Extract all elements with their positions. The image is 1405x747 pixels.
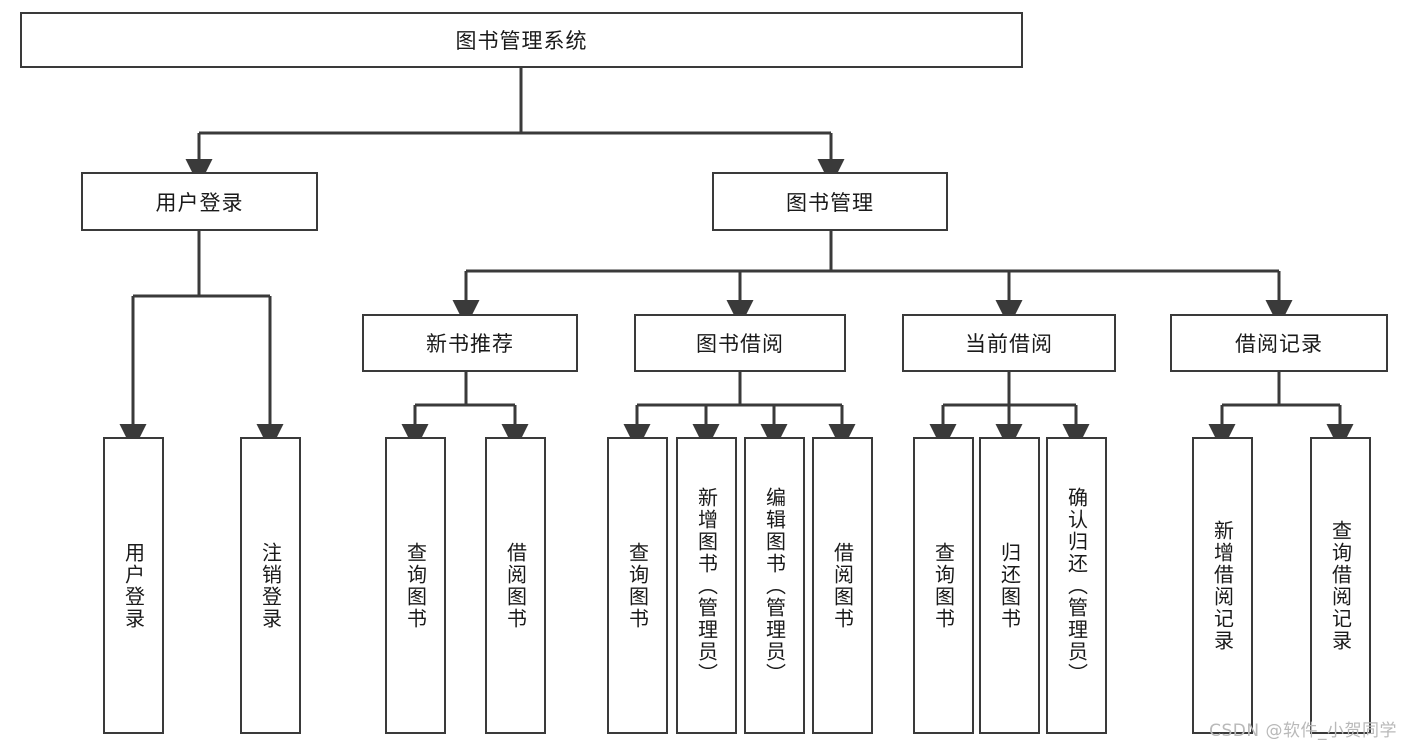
node-label: 查询图书 (931, 541, 956, 630)
leaf-recommend-borrow-book[interactable]: 借阅图书 (485, 437, 546, 734)
node-label: 新书推荐 (426, 332, 514, 356)
node-label: 新增借阅记录 (1210, 519, 1235, 652)
node-label: 当前借阅 (965, 332, 1053, 356)
node-label: 图书管理系统 (455, 29, 588, 53)
node-label: 借阅记录 (1235, 332, 1323, 356)
node-label: 新增图书（管理员） (694, 486, 719, 685)
node-label: 用户登录 (155, 190, 244, 215)
leaf-record-query-record[interactable]: 查询借阅记录 (1310, 437, 1371, 734)
node-book-management[interactable]: 图书管理 (712, 172, 948, 231)
node-label: 图书管理 (786, 190, 874, 215)
leaf-current-confirm-return-admin[interactable]: 确认归还（管理员） (1046, 437, 1107, 734)
leaf-borrow-add-book-admin[interactable]: 新增图书（管理员） (676, 437, 737, 734)
leaf-borrow-query-book[interactable]: 查询图书 (607, 437, 668, 734)
leaf-recommend-query-book[interactable]: 查询图书 (385, 437, 446, 734)
node-current-borrow[interactable]: 当前借阅 (902, 314, 1116, 372)
node-book-management-system[interactable]: 图书管理系统 (20, 12, 1023, 68)
node-label: 编辑图书（管理员） (762, 486, 787, 685)
node-borrow-record[interactable]: 借阅记录 (1170, 314, 1388, 372)
node-label: 用户登录 (121, 541, 146, 630)
leaf-record-add-record[interactable]: 新增借阅记录 (1192, 437, 1253, 734)
node-label: 确认归还（管理员） (1064, 486, 1089, 685)
leaf-user-login-signout[interactable]: 注销登录 (240, 437, 301, 734)
node-book-borrow[interactable]: 图书借阅 (634, 314, 846, 372)
watermark-text: CSDN @软件_小贺同学 (1209, 721, 1397, 741)
leaf-borrow-edit-book-admin[interactable]: 编辑图书（管理员） (744, 437, 805, 734)
node-label: 借阅图书 (503, 541, 528, 630)
node-label: 图书借阅 (696, 332, 784, 356)
node-label: 查询图书 (403, 541, 428, 630)
leaf-current-return-book[interactable]: 归还图书 (979, 437, 1040, 734)
leaf-current-query-book[interactable]: 查询图书 (913, 437, 974, 734)
node-label: 归还图书 (997, 541, 1022, 630)
node-user-login[interactable]: 用户登录 (81, 172, 318, 231)
node-label: 注销登录 (258, 541, 283, 630)
leaf-user-login-signin[interactable]: 用户登录 (103, 437, 164, 734)
node-label: 查询借阅记录 (1328, 519, 1353, 652)
node-label: 借阅图书 (830, 541, 855, 630)
node-label: 查询图书 (625, 541, 650, 630)
node-new-book-recommend[interactable]: 新书推荐 (362, 314, 578, 372)
leaf-borrow-borrow-book[interactable]: 借阅图书 (812, 437, 873, 734)
